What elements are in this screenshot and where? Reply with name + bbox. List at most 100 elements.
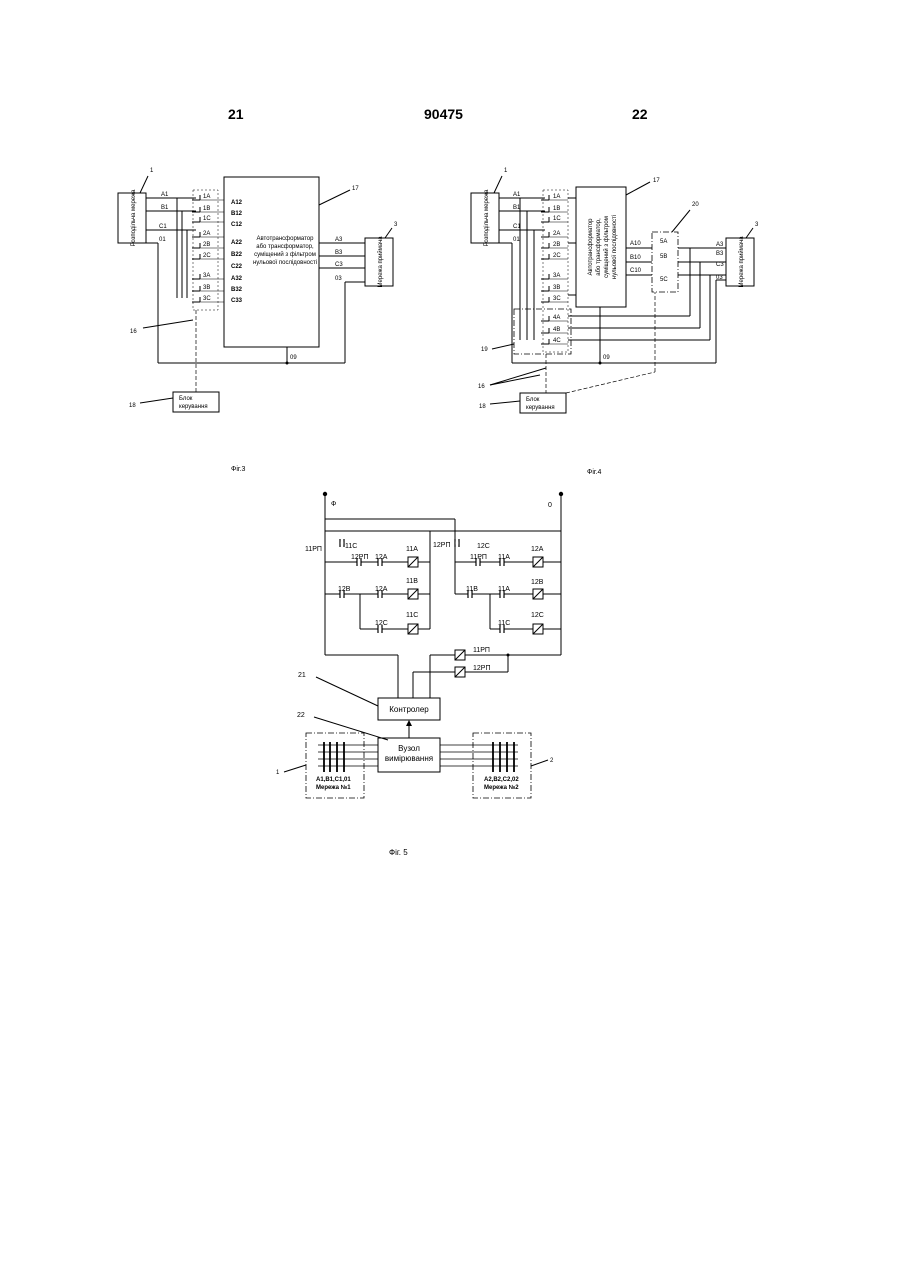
fig4-ref-link: 16 bbox=[478, 384, 485, 390]
fig4-transformer-label-4: нульової послідовності bbox=[612, 215, 618, 279]
fig3-terminal-b22: B22 bbox=[231, 252, 243, 258]
fig3-ref-transformer: 17 bbox=[352, 186, 359, 192]
fig5-label-11a-coil: 11A bbox=[406, 546, 418, 553]
fig5-zero-label: 0 bbox=[548, 502, 552, 509]
fig3-switch-1c: 1C bbox=[192, 216, 224, 222]
fig4-transformer-label-2: або трансформатор, bbox=[596, 218, 602, 276]
fig3-outputs: A3 B3 C3 03 bbox=[319, 237, 365, 282]
fig3-line-c1: C1 bbox=[159, 224, 167, 230]
fig3-terminal-a22: A22 bbox=[231, 240, 243, 246]
fig4-control-label-2: керування bbox=[526, 405, 555, 411]
figure-4: Розподільча мережа 1 A1 B1 C1 01 1A1B1C2… bbox=[471, 168, 759, 476]
fig3-ref-link: 16 bbox=[130, 329, 137, 335]
fig3-switch-label: 2B bbox=[203, 242, 210, 248]
fig4-out-a3: A3 bbox=[716, 242, 724, 248]
fig3-switch-label: 2C bbox=[203, 253, 211, 259]
fig3-ref-control: 18 bbox=[129, 403, 136, 409]
fig3-receiver-label: Мережа приймача bbox=[377, 236, 384, 288]
fig3-switch-label: 2A bbox=[203, 231, 210, 237]
fig5-label-12rp-left: 12РП bbox=[351, 554, 369, 561]
fig3-terminal-c22: C22 bbox=[231, 264, 243, 270]
fig3-switch-2a: 2A bbox=[192, 231, 224, 237]
fig3-line-b1: B1 bbox=[161, 205, 169, 211]
figure-3: Розподільча мережа 1 A1 B1 C1 01 1A1B1C2… bbox=[118, 168, 398, 473]
fig5-label-12rp-mid: 12РП bbox=[433, 542, 451, 549]
fig3-caption: Фіг.3 bbox=[231, 465, 246, 473]
fig5-coil-11c bbox=[408, 624, 418, 634]
fig3-transformer-label-3: суміщений з фільтром bbox=[254, 251, 316, 258]
fig3-switch-1a: 1A bbox=[192, 194, 224, 200]
fig3-switch-3b: 3B bbox=[192, 285, 224, 291]
fig4-switch-3a: 3A bbox=[541, 273, 568, 279]
fig4-line-c1: C1 bbox=[513, 224, 521, 230]
fig4-sw-5b: 5B bbox=[660, 254, 667, 260]
fig4-switch-label: 3B bbox=[553, 285, 560, 291]
fig5-contact-11rp-left bbox=[340, 539, 344, 547]
fig3-switch-2c: 2C bbox=[192, 253, 224, 259]
fig4-switch-label: 2A bbox=[553, 231, 560, 237]
fig4-out-03: 03 bbox=[716, 275, 723, 281]
fig4-neutral: 09 bbox=[603, 355, 610, 361]
fig4-switch-3b: 3B bbox=[541, 285, 568, 291]
fig5-coil-12b bbox=[533, 589, 543, 599]
fig3-ref-receiver: 3 bbox=[394, 222, 398, 228]
fig3-transformer-label-2: або трансформатор, bbox=[256, 244, 314, 250]
fig5-label-11b-right: 11B bbox=[466, 586, 478, 593]
fig5-controller-label: Контролер bbox=[389, 705, 429, 714]
fig3-terminal-b32: B32 bbox=[231, 287, 243, 293]
fig5-coil-12a bbox=[533, 557, 543, 567]
fig3-out-b3: B3 bbox=[335, 250, 343, 256]
fig4-switch-2c: 2C bbox=[541, 253, 568, 259]
fig3-line-a1: A1 bbox=[161, 192, 169, 198]
fig5-label-12a-coil: 12A bbox=[531, 546, 544, 553]
fig4-switch-label: 1C bbox=[553, 216, 561, 222]
fig3-transformer-label-1: Автотрансформатор bbox=[257, 236, 315, 242]
fig4-switch-2b: 2B bbox=[541, 242, 568, 248]
fig5-label-12a-left-2: 12A bbox=[375, 586, 388, 593]
fig4-tr-out-b10: B10 bbox=[630, 255, 641, 261]
fig4-switch-label: 2B bbox=[553, 242, 560, 248]
fig5-ref-net1: 1 bbox=[276, 770, 280, 776]
fig4-tr-out-c10: C10 bbox=[630, 268, 642, 274]
fig4-ref-receiver: 3 bbox=[755, 222, 759, 228]
fig4-switch-1b: 1B bbox=[541, 206, 568, 212]
fig4-out-b3: B3 bbox=[716, 251, 724, 257]
fig4-switch-4a: 4A bbox=[541, 315, 568, 321]
fig5-network1-label-1: A1,B1,C1,01 bbox=[316, 777, 351, 783]
fig4-source-network-label: Розподільча мережа bbox=[484, 189, 490, 246]
fig5-measure-label-2: вимірювання bbox=[385, 754, 433, 763]
fig3-switch-3a: 3A bbox=[192, 273, 224, 279]
fig4-switch-2a: 2A bbox=[541, 231, 568, 237]
fig3-switch-label: 1C bbox=[203, 216, 211, 222]
fig3-switch-1b: 1B bbox=[192, 206, 224, 212]
fig3-switch-label: 1A bbox=[203, 194, 210, 200]
fig3-switch-label: 3B bbox=[203, 285, 210, 291]
fig3-terminal-c12: C12 bbox=[231, 222, 243, 228]
fig4-ref-control: 18 bbox=[479, 404, 486, 410]
fig4-switch-label: 1B bbox=[553, 206, 560, 212]
fig4-caption: Фіг.4 bbox=[587, 468, 602, 476]
fig4-line-a1: A1 bbox=[513, 192, 521, 198]
fig5-label-12rp-coil: 12РП bbox=[473, 665, 491, 672]
fig5-label-12c-left: 12C bbox=[375, 620, 388, 627]
fig3-switch-label: 3A bbox=[203, 273, 210, 279]
fig4-switch-3c: 3C bbox=[541, 296, 568, 302]
fig4-switch-1a: 1A bbox=[541, 194, 568, 200]
fig4-switch-4b: 4B bbox=[541, 327, 568, 333]
fig4-switch-label: 4A bbox=[553, 315, 560, 321]
fig4-group-19 bbox=[514, 309, 571, 354]
fig4-ref-transformer: 17 bbox=[653, 178, 660, 184]
fig5-coil-11a bbox=[408, 557, 418, 567]
fig4-switch-label: 3C bbox=[553, 296, 561, 302]
fig5-ref-net2: 2 bbox=[550, 758, 554, 764]
fig4-line-b1: B1 bbox=[513, 205, 521, 211]
fig5-network1-label-2: Мережа №1 bbox=[316, 784, 351, 791]
fig5-network2-label-2: Мережа №2 bbox=[484, 784, 519, 791]
fig4-control-label-1: Блок bbox=[526, 397, 540, 403]
fig4-tr-out-a10: A10 bbox=[630, 241, 641, 247]
fig5-label-11c-coil: 11C bbox=[406, 612, 418, 619]
fig4-switch-label: 2C bbox=[553, 253, 561, 259]
fig3-out-c3: C3 bbox=[335, 262, 343, 268]
fig5-label-12b-coil: 12B bbox=[531, 579, 544, 586]
